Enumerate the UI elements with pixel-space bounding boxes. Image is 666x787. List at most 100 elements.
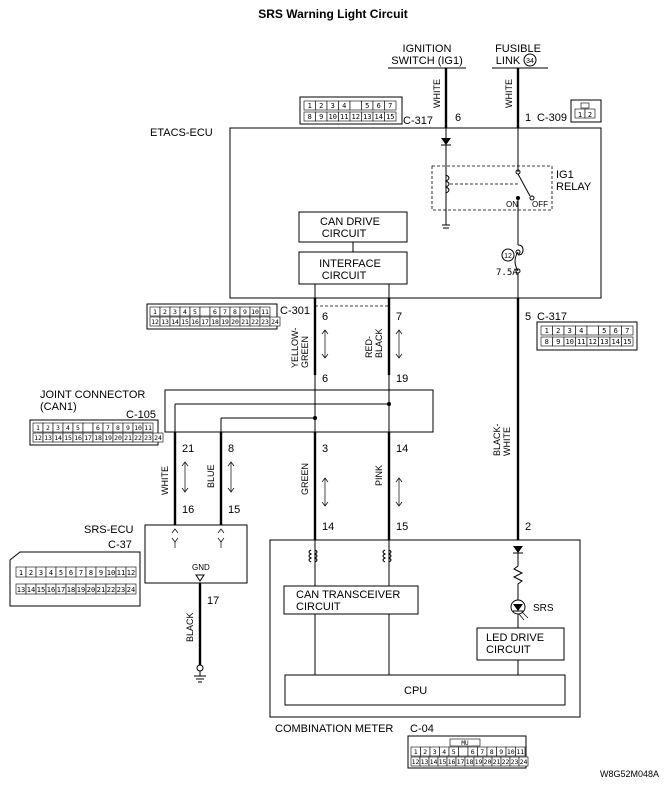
joint-pin-3: 3 xyxy=(322,443,328,455)
coil-icon-1 xyxy=(313,549,318,563)
connector-pin-number: 6 xyxy=(471,748,475,756)
connector-pin-number: 17 xyxy=(201,318,209,326)
connector-pin-number: 2 xyxy=(29,569,33,577)
connector-pin-number: 21 xyxy=(124,434,132,442)
relay-label: IG1 xyxy=(556,169,574,181)
interface-label-2: CIRCUIT xyxy=(322,270,367,282)
connector-cell xyxy=(269,316,281,327)
connector-pin-number: 7 xyxy=(625,327,629,335)
connector-pin-number: 18 xyxy=(67,586,75,594)
connector-pin-number: 8 xyxy=(308,113,312,121)
connector-pin-number: 11 xyxy=(577,338,585,346)
wire-label-red-black: RED- xyxy=(364,336,374,358)
wire-label-pink: PINK xyxy=(374,465,384,486)
connector-pin-number: 1 xyxy=(36,424,40,432)
connector-pin-number: 15 xyxy=(439,758,447,766)
meter-diode-icon xyxy=(513,546,523,553)
wire-label-yellow-green-2: GREEN xyxy=(300,336,310,368)
connector-pin-number: 20 xyxy=(87,586,95,594)
connector-pin-number: 13 xyxy=(161,318,169,326)
wire-label-white-1: WHITE xyxy=(432,79,442,108)
connector-pin-number: 15 xyxy=(386,113,394,121)
fuse-rating: 7.5A xyxy=(496,268,518,278)
joint-pin-21: 21 xyxy=(182,443,194,455)
connector-pin-number: 7 xyxy=(480,748,484,756)
connector-pin-number: 8 xyxy=(545,338,549,346)
relay-off: OFF xyxy=(532,200,548,209)
srs-ecu-box xyxy=(144,524,248,584)
connector-pin-number: 11 xyxy=(117,569,125,577)
connector-pin-number: 1 xyxy=(19,569,23,577)
cpu-box xyxy=(284,674,566,706)
connector-pin-number: 3 xyxy=(39,569,43,577)
figure-id: W8G52M048A xyxy=(600,769,659,779)
connector-pin-number: 21 xyxy=(97,586,105,594)
connector-pin-number: 12 xyxy=(127,569,135,577)
conn-c317-bot: C-317 xyxy=(537,311,567,323)
interface-circuit-box xyxy=(298,251,408,285)
connector-pin-number: 14 xyxy=(54,434,62,442)
connector-pin-number: 15 xyxy=(37,586,45,594)
connector-pin-number: 6 xyxy=(213,308,217,316)
connector-pin-number: 7 xyxy=(223,308,227,316)
fuse-number: 12 xyxy=(504,253,512,260)
wire-label-green: GREEN xyxy=(300,463,310,495)
connector-pin-number: 7 xyxy=(79,569,83,577)
connector-pin-number: 5 xyxy=(193,308,197,316)
connector-pin-number: 10 xyxy=(329,113,337,121)
connector-pin-number: 1 xyxy=(545,327,549,335)
connector-pin-number: 11 xyxy=(516,748,524,756)
diagram-title: SRS Warning Light Circuit xyxy=(258,7,408,21)
joint-connector-box xyxy=(164,389,434,433)
connector-pin-number: 9 xyxy=(319,113,323,121)
connector-pin-number: 2 xyxy=(319,102,323,110)
connector-pin-number: 14 xyxy=(430,758,438,766)
relay-on: ON xyxy=(506,200,518,209)
connector-cell xyxy=(384,100,397,111)
connector-pin-number: 16 xyxy=(47,586,55,594)
connector-pin-number: 18 xyxy=(211,318,219,326)
wire-label-black-white: BLACK- xyxy=(492,423,502,456)
connector-pin-number: 4 xyxy=(49,569,53,577)
combination-meter-label: COMBINATION METER xyxy=(275,723,393,735)
connector-pin-number: 11 xyxy=(261,308,269,316)
connector-pin-number: 12 xyxy=(151,318,159,326)
connector-pin-number: 9 xyxy=(556,338,560,346)
connector-cell xyxy=(384,111,397,122)
connector-pin-number: 12 xyxy=(352,113,360,121)
connector-pin-number: 8 xyxy=(490,748,494,756)
conn-c317-top: C-317 xyxy=(403,115,433,127)
connector-cell xyxy=(82,422,94,433)
connector-pin-number: 11 xyxy=(340,113,348,121)
connector-pin-number: 13 xyxy=(17,586,25,594)
joint-pin-8: 8 xyxy=(228,443,234,455)
connector-pin-number: 24 xyxy=(271,318,279,326)
connector-cell xyxy=(515,746,526,757)
interface-label: INTERFACE xyxy=(319,258,381,270)
diode-icon xyxy=(441,138,451,145)
connector-pin-number: 8 xyxy=(89,569,93,577)
meter-pin-14: 14 xyxy=(322,521,334,533)
connector-cell xyxy=(125,583,137,595)
connector-pin-number: 3 xyxy=(568,327,572,335)
connector-pin-number: 17 xyxy=(457,758,465,766)
connector-cell xyxy=(349,100,362,111)
fusible-number-circle xyxy=(523,53,537,67)
svg-text:2: 2 xyxy=(588,111,592,119)
etacs-pin-5-bot: 5 xyxy=(525,311,531,323)
connector-pin-number: 12 xyxy=(34,434,42,442)
connector-cell xyxy=(199,306,211,317)
connector-pin-number: 19 xyxy=(475,758,483,766)
connector-pin-number: 12 xyxy=(589,338,597,346)
conn-c309: C-309 xyxy=(537,112,567,124)
joint-pin-14: 14 xyxy=(396,443,408,455)
combination-meter-box xyxy=(269,539,581,718)
connector-pin-number: 3 xyxy=(173,308,177,316)
connector-pin-number: 4 xyxy=(342,102,346,110)
srs-led-label: SRS xyxy=(533,603,554,614)
connector-pin-number: 18 xyxy=(94,434,102,442)
connector-pin-number: 19 xyxy=(77,586,85,594)
